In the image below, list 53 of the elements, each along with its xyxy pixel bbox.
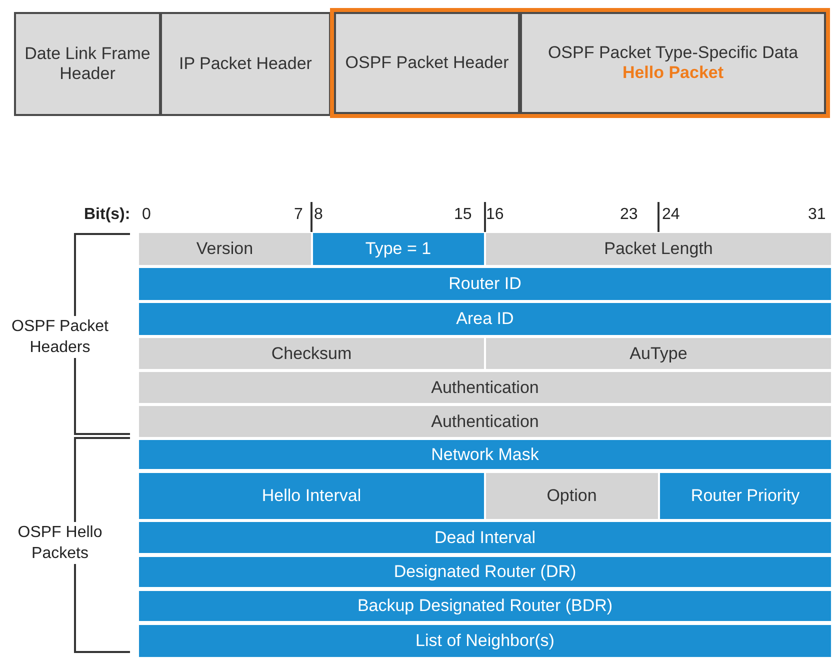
field-cell: [485, 337, 832, 370]
bit-number: 24: [662, 206, 680, 224]
field-label: Packet Length: [604, 239, 713, 259]
axis-title: Bit(s):: [84, 206, 130, 224]
field-cell: [138, 439, 832, 470]
field-label: AuType: [630, 344, 688, 364]
field-cell: [138, 556, 832, 588]
bit-number: 16: [486, 206, 504, 224]
header-box: [14, 12, 161, 116]
field-label: Network Mask: [431, 444, 539, 464]
field-label: Checksum: [271, 344, 352, 364]
field-label: Backup Designated Router (BDR): [357, 596, 613, 616]
field-label: IP Packet Header: [179, 54, 312, 74]
field-cell: [658, 472, 832, 520]
header-box: [160, 12, 331, 116]
field-cell: [138, 267, 832, 301]
field-cell: [138, 590, 832, 622]
subtitle-text: Hello Packet: [622, 63, 724, 83]
field-cell: [138, 405, 832, 438]
field-label: Designated Router (DR): [394, 562, 576, 582]
bit-number: 31: [808, 206, 826, 224]
field-label: Version: [196, 239, 254, 259]
field-label: Area ID: [456, 309, 514, 329]
bit-number: 23: [620, 206, 638, 224]
field-cell: [312, 232, 485, 266]
field-label: Router ID: [448, 274, 522, 294]
bit-number: 15: [454, 206, 472, 224]
bit-number: 7: [294, 206, 303, 224]
field-cell: [138, 521, 832, 554]
highlight-frame: [330, 8, 830, 118]
field-label: Dead Interval: [434, 528, 536, 548]
field-label: Authentication: [431, 378, 539, 398]
field-label: OSPF Packet Type-Specific Data: [548, 43, 798, 63]
field-cell: [138, 302, 832, 336]
field-cell: [138, 232, 312, 266]
field-label: OSPF Packet Header: [345, 53, 509, 73]
field-label: Router Priority: [690, 486, 800, 506]
field-label: List of Neighbor(s): [416, 631, 554, 651]
bit-number: 0: [142, 206, 151, 224]
field-label: Authentication: [431, 412, 539, 432]
field-label: Hello Interval: [262, 486, 362, 506]
bit-number: 8: [314, 206, 323, 224]
field-cell: [138, 371, 832, 404]
field-label: Option: [546, 486, 597, 506]
header-box: [334, 12, 520, 114]
field-cell: [485, 232, 832, 266]
field-label: Date Link Frame Header: [24, 44, 152, 84]
field-label: Type = 1: [365, 239, 432, 259]
field-cell: [138, 337, 485, 370]
header-box: [520, 12, 826, 114]
field-cell: [485, 472, 658, 520]
field-cell: [138, 624, 832, 658]
field-cell: [138, 472, 485, 520]
